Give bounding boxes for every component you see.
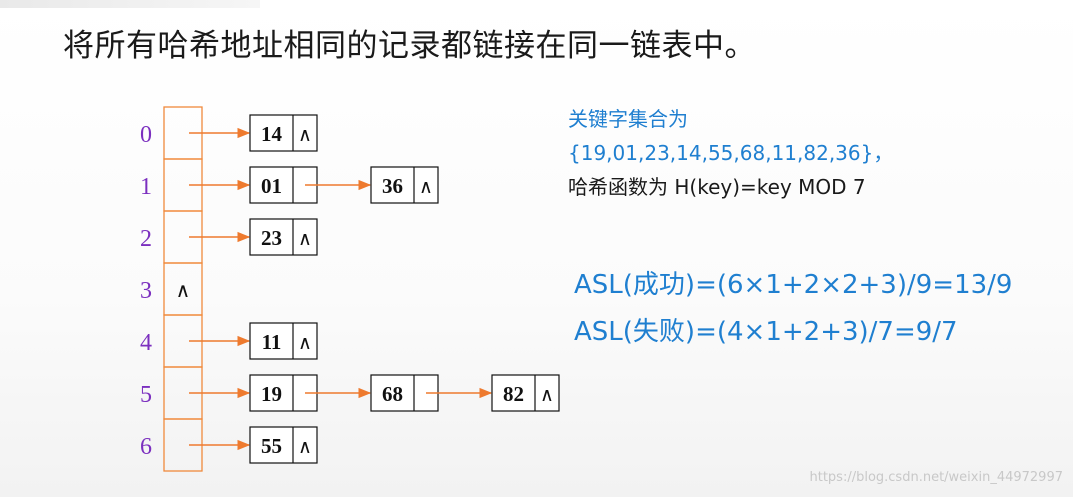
bucket-index: 3 — [140, 278, 152, 304]
chain-node — [370, 166, 439, 204]
node-key: 68 — [382, 382, 403, 406]
chain-node — [249, 426, 318, 464]
asl-fail: ASL(失败)=(4×1+2+3)/7=9/7 — [574, 317, 958, 347]
bucket-index: 2 — [140, 226, 152, 252]
chain-node — [249, 114, 318, 152]
bucket-index: 4 — [140, 330, 152, 356]
node-key: 55 — [261, 434, 282, 458]
watermark: https://blog.csdn.net/weixin_44972997 — [809, 470, 1063, 485]
node-key: 23 — [261, 226, 282, 250]
chain-node — [491, 374, 560, 412]
bucket-index: 5 — [140, 382, 152, 408]
chain-node — [249, 322, 318, 360]
hash-function: 哈希函数为 H(key)=key MOD 7 — [568, 175, 866, 199]
keyset-label: 关键字集合为 — [568, 107, 688, 131]
node-key: 19 — [261, 382, 282, 406]
keyset-values: {19,01,23,14,55,68,11,82,36}， — [568, 141, 894, 165]
null-pointer: ∧ — [176, 278, 191, 302]
bucket-index: 0 — [140, 122, 152, 148]
node-key: 14 — [261, 122, 283, 146]
info-panel: 关键字集合为 {19,01,23,14,55,68,11,82,36}， 哈希函… — [568, 102, 1048, 204]
null-pointer: ∧ — [419, 176, 433, 198]
null-pointer: ∧ — [298, 228, 312, 250]
bucket-index: 6 — [140, 434, 152, 460]
node-key: 82 — [503, 382, 524, 406]
node-key: 11 — [262, 330, 282, 354]
asl-success: ASL(成功)=(6×1+2×2+3)/9=13/9 — [574, 270, 1013, 300]
null-pointer: ∧ — [298, 332, 312, 354]
top-decor-bar — [0, 0, 260, 8]
node-key: 01 — [261, 174, 282, 198]
bucket-index: 1 — [140, 174, 152, 200]
node-key: 36 — [382, 174, 403, 198]
null-pointer: ∧ — [298, 436, 312, 458]
null-pointer: ∧ — [298, 124, 312, 146]
page-heading: 将所有哈希地址相同的记录都链接在同一链表中。 — [63, 28, 756, 64]
null-pointer: ∧ — [540, 384, 554, 406]
chain-node — [249, 218, 318, 256]
